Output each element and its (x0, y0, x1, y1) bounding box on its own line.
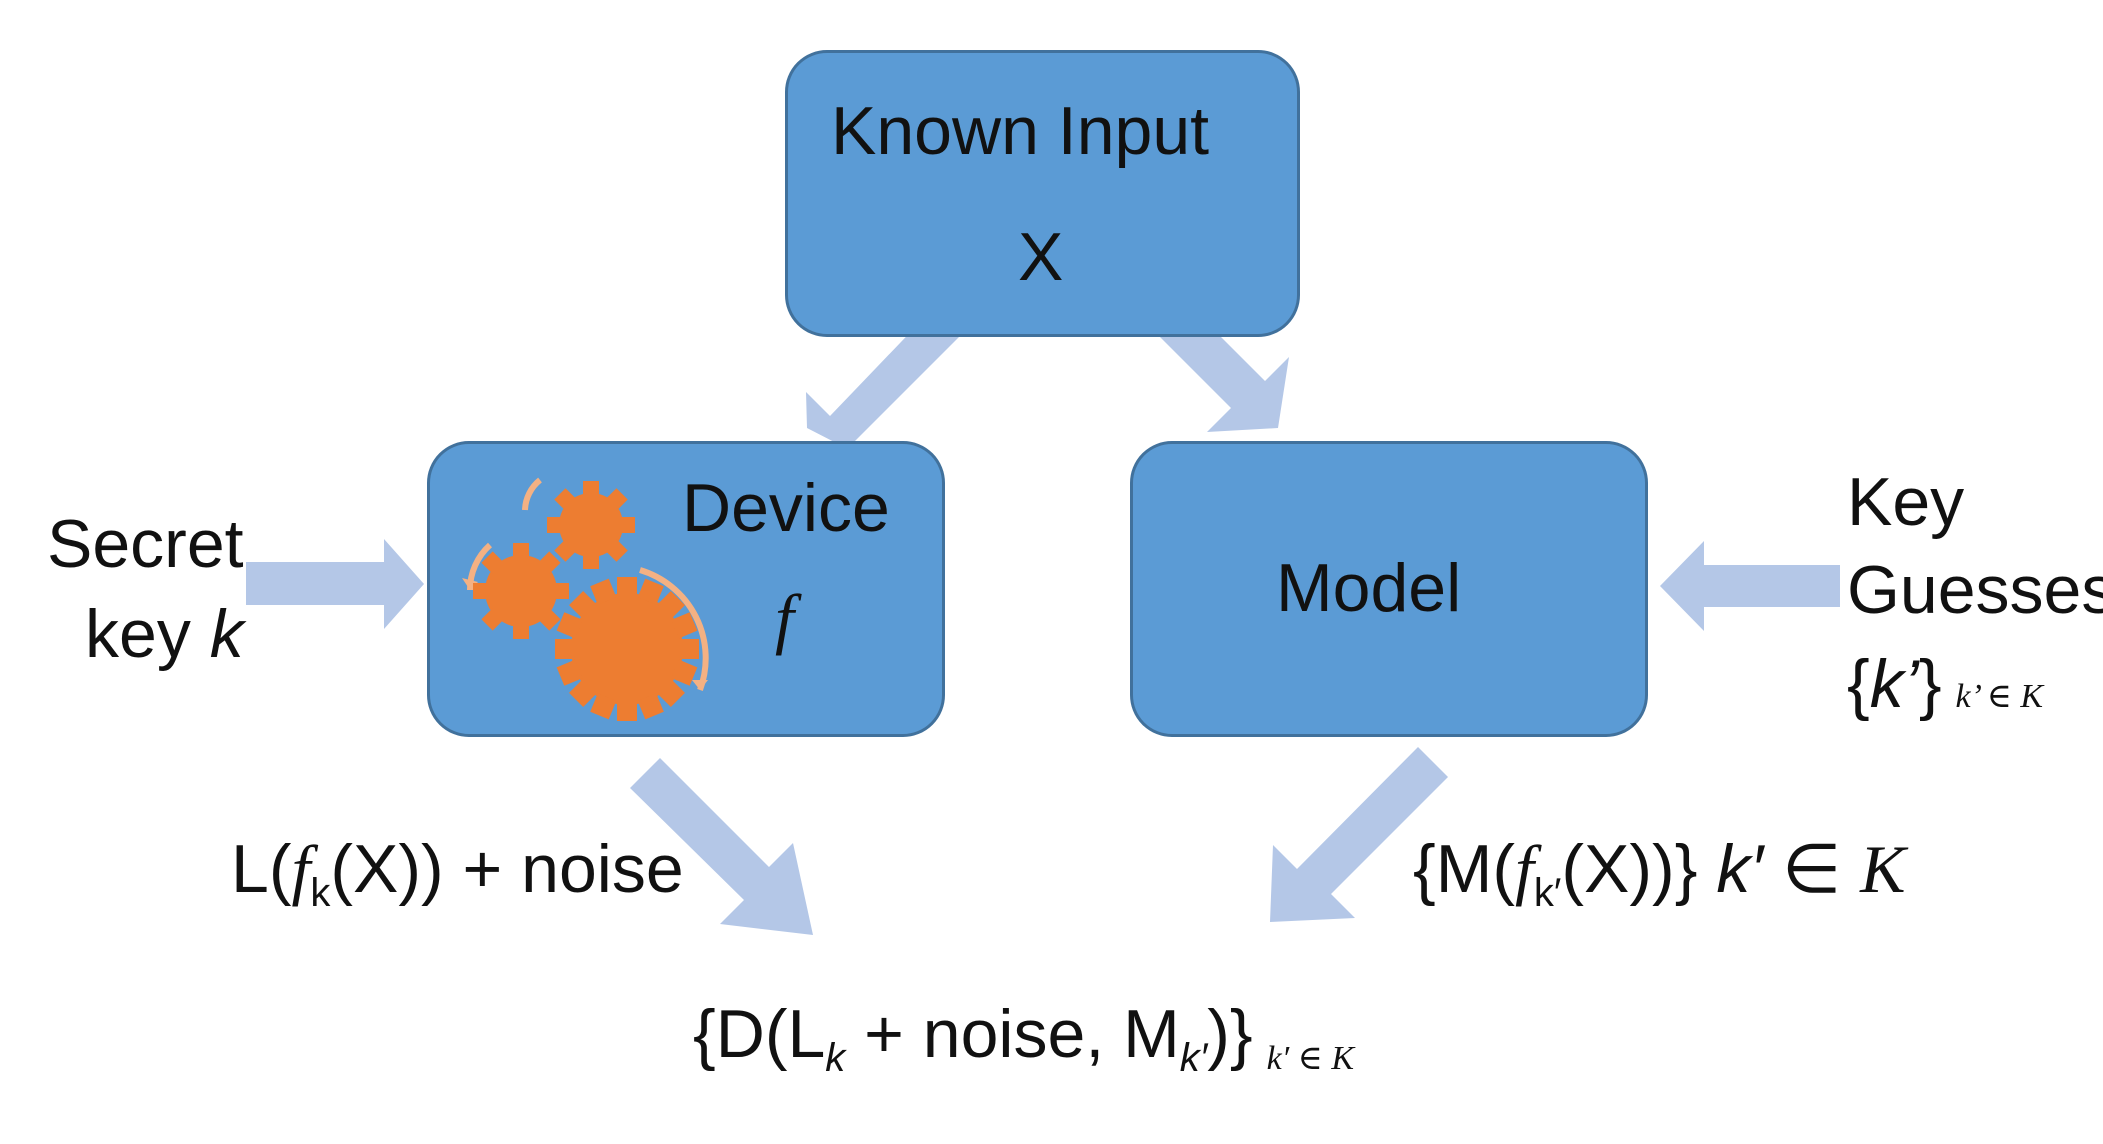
gear-rotation-arc-3 (522, 477, 542, 511)
gear-small (547, 481, 635, 569)
secret-key-line2: key k (85, 596, 244, 672)
gear-arrowhead-2 (462, 578, 478, 590)
gear-large (555, 577, 699, 721)
secret-key-line1: Secret (47, 506, 244, 582)
device-func: f (775, 580, 794, 656)
arrow-secret-to-device (246, 539, 424, 629)
gear-arrowhead-1 (692, 680, 708, 690)
leakage-label: L(fk(X)) + noise (231, 831, 684, 915)
output-label: {D(Lk + noise, Mk′)}k′ ∈ K (693, 996, 1355, 1080)
known-input-title: Known Input (831, 93, 1210, 169)
key-guesses-line1: Key (1847, 464, 1965, 540)
arrow-guesses-to-model (1660, 541, 1840, 631)
known-input-box: Known Input X (785, 50, 1300, 337)
key-guesses-set: {k’}k’ ∈ K (1847, 646, 2044, 722)
device-title: Device (682, 470, 890, 546)
gear-medium (473, 543, 569, 639)
arrow-device-to-output (630, 758, 813, 935)
model-output-label: {M(fk′(X))} k′ ∈ K (1413, 831, 1906, 915)
gear-rotation-arc-1 (639, 567, 709, 692)
arrow-model-to-output (1270, 747, 1448, 922)
model-title: Model (1276, 550, 1462, 626)
model-box: Model (1130, 441, 1648, 737)
known-input-var: X (1018, 219, 1064, 295)
key-guesses-line2: Guesses (1847, 552, 2103, 628)
